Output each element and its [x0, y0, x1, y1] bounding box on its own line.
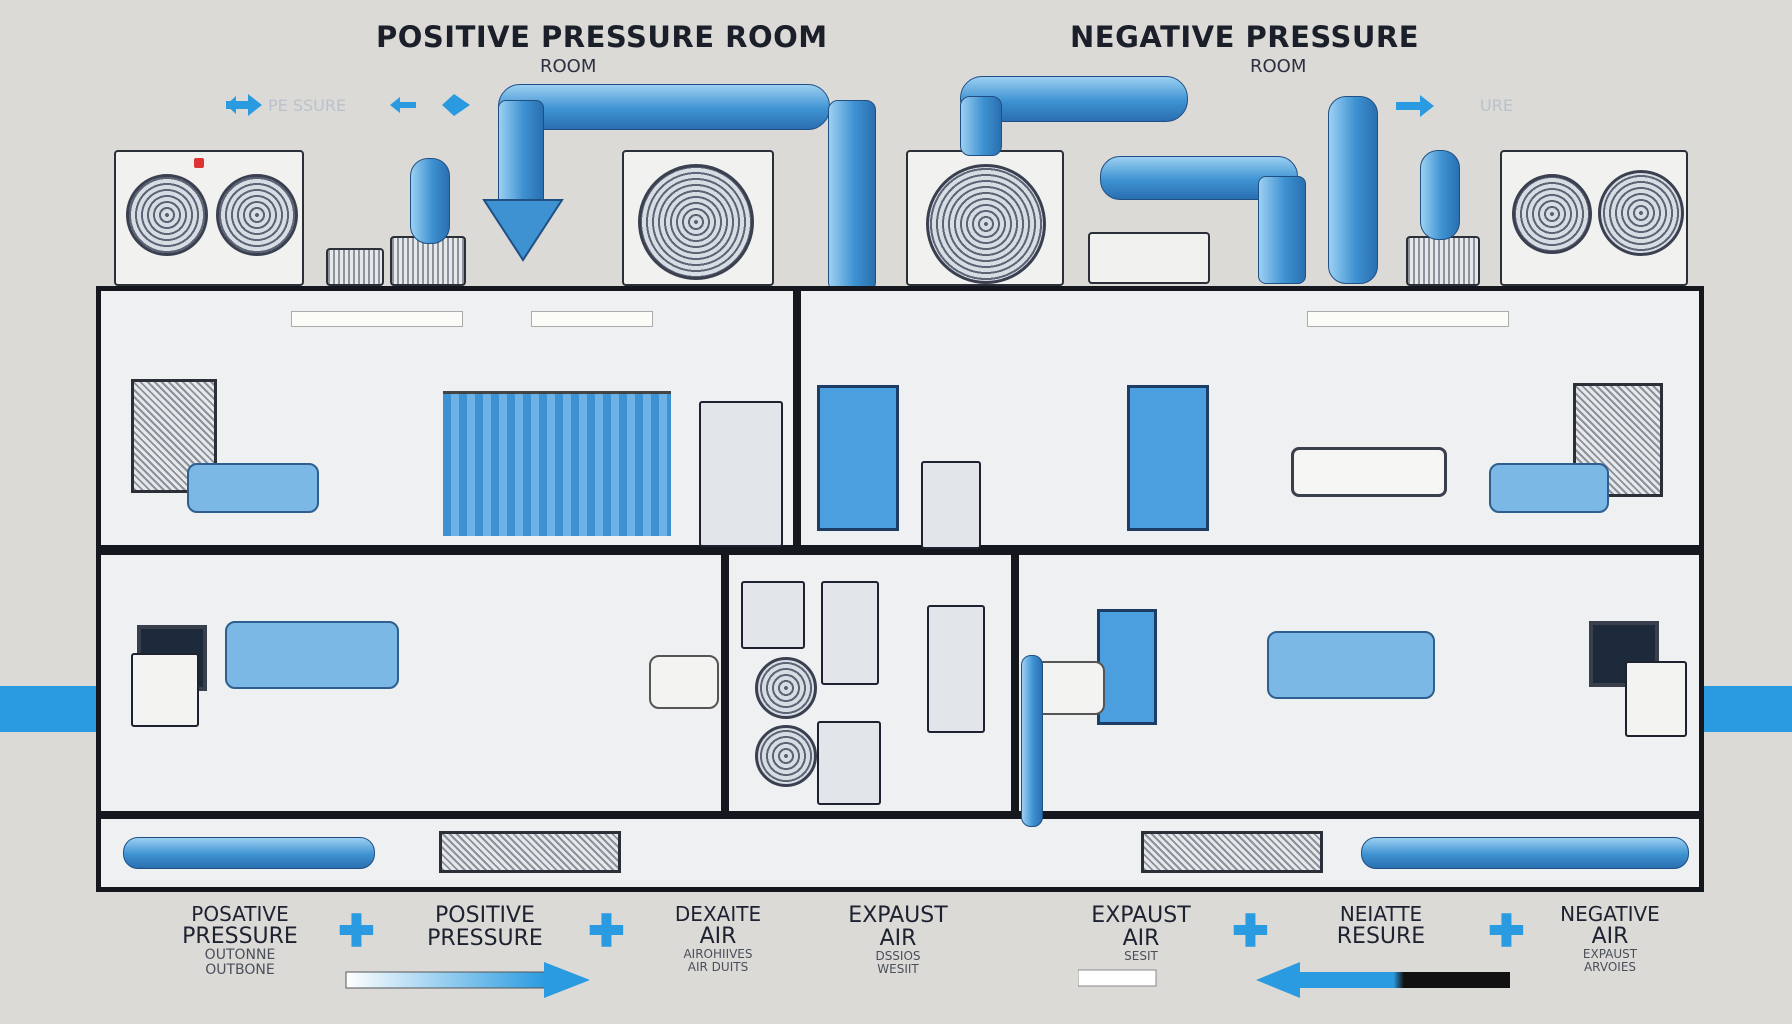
armchair [649, 655, 719, 709]
plus-icon: ✚ [1232, 907, 1269, 956]
plus-icon: ✚ [338, 907, 375, 956]
roof-filter-unit [326, 248, 384, 286]
duct-pipe [498, 100, 544, 214]
label-negative-pressure: NEIATTE RESURE [1336, 902, 1426, 949]
drawer-cabinet [921, 461, 981, 549]
left-subtitle: ROOM [540, 56, 597, 77]
fan-icon [755, 657, 817, 719]
fan-icon [926, 164, 1046, 284]
armchair [1489, 463, 1609, 513]
ac-unit-center-right [906, 150, 1064, 286]
room-wall [793, 291, 801, 545]
fan-icon [1512, 174, 1592, 254]
fan-icon [755, 725, 817, 787]
privacy-curtain [443, 391, 671, 536]
floor-vent [439, 831, 621, 873]
ceiling-light [531, 311, 653, 327]
wall-vent [1573, 383, 1663, 497]
sofa [225, 621, 399, 689]
ceiling-light [1307, 311, 1509, 327]
left-title: POSITIVE PRESSURE ROOM [376, 20, 828, 54]
control-panel [927, 605, 985, 733]
arrow-left-icon [1256, 962, 1510, 998]
duct-pipe [1420, 150, 1460, 240]
duct-pipe [1361, 837, 1689, 869]
door [1127, 385, 1209, 531]
control-panel [817, 721, 881, 805]
arrow-down-icon [482, 199, 564, 262]
cabinet [699, 401, 783, 547]
indicator-light [194, 158, 204, 168]
door [817, 385, 899, 531]
duct-pipe [498, 84, 830, 130]
fan-icon [126, 174, 208, 256]
exhaust-gauge [1078, 969, 1157, 987]
door [1097, 609, 1157, 725]
fan-icon [1598, 170, 1684, 256]
basement-divider [101, 811, 1699, 819]
duct-pipe [1021, 655, 1043, 827]
duct-pipe [1258, 176, 1306, 284]
arrow-right-icon [345, 962, 590, 998]
label-negative-air-exhaust: NEGATIVE AIR EXPAUST ARVOIES [1560, 902, 1660, 974]
label-positive-outgoing: POSATIVE PRESSURE OUTONNE OUTBONE [182, 902, 298, 978]
label-exhaust-air-left: DEXAITE AIR AIROHIIVES AIR DUITS [674, 902, 762, 974]
side-band-left [0, 686, 96, 732]
floor-divider [101, 545, 1699, 555]
room-wall [721, 555, 729, 811]
duct-pipe [960, 96, 1002, 156]
arrow-right-icon [226, 94, 262, 116]
label-positive-pressure: POSITIVE PRESSURE [427, 903, 543, 952]
side-band-right [1702, 686, 1792, 732]
control-panel [741, 581, 805, 649]
wall-ac [1625, 661, 1687, 737]
ac-unit-left [114, 150, 304, 286]
plus-icon: ✚ [1488, 907, 1525, 956]
duct-pipe [410, 158, 450, 244]
label-exhaust-air-center: EXPAUST AIR DSSIOS WESIIT [848, 903, 948, 976]
arrow-right-icon [1396, 95, 1434, 117]
hospital-bed [1291, 447, 1447, 497]
ac-unit-center-left [622, 150, 774, 286]
room-wall [1011, 555, 1019, 811]
wall-ac [131, 653, 199, 727]
arrow-right-icon [442, 94, 470, 116]
ceiling-light [291, 311, 463, 327]
roof-filter-unit [1406, 236, 1480, 286]
floor-vent [1141, 831, 1323, 873]
sofa [1267, 631, 1435, 699]
faint-label-left: PE SSURE [268, 96, 347, 115]
duct-pipe [828, 100, 876, 292]
armchair [187, 463, 319, 513]
right-title: NEGATIVE PRESSURE [1070, 20, 1420, 54]
fan-icon [216, 174, 298, 256]
faint-label-right: URE [1480, 96, 1513, 115]
duct-pipe [1328, 96, 1378, 284]
arrow-right-icon [390, 97, 416, 113]
duct-pipe [123, 837, 375, 869]
roof-wall-ac [1088, 232, 1210, 284]
ac-unit-right [1500, 150, 1688, 286]
fan-icon [638, 164, 754, 280]
label-exhaust-air-right: EXPAUST AIR SESIT [1091, 903, 1191, 964]
building-cross-section [96, 286, 1704, 892]
control-panel [821, 581, 879, 685]
right-subtitle: ROOM [1250, 56, 1307, 77]
plus-icon: ✚ [588, 907, 625, 956]
